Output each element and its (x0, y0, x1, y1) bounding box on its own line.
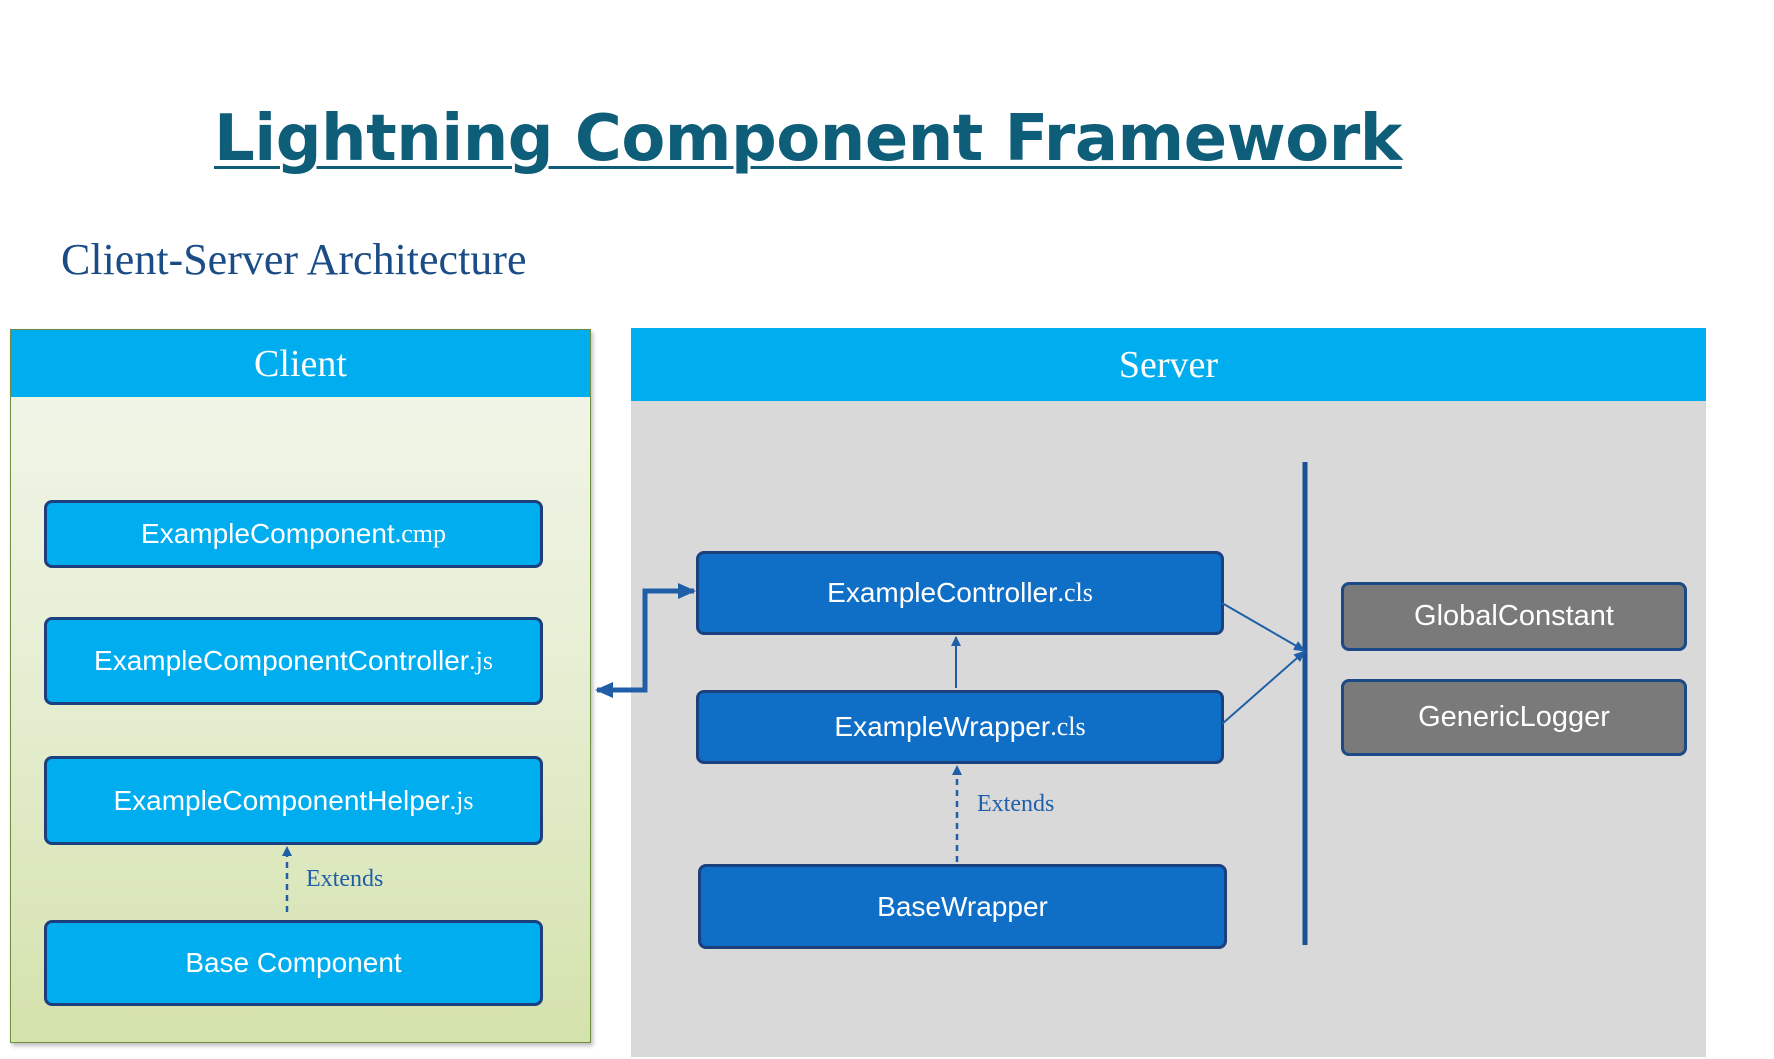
box-name: ExampleComponent (141, 518, 395, 549)
box-name: ExampleWrapper (834, 711, 1051, 742)
server-extends-label: Extends (977, 791, 1055, 817)
client-extends-label: Extends (306, 866, 384, 892)
box-extension: .js (469, 646, 493, 675)
box-extension: .js (449, 785, 474, 815)
wrapper-to-bus-arrow (1221, 650, 1306, 725)
controller-to-bus-arrow (1221, 602, 1306, 652)
generic-logger-box: GenericLogger (1341, 679, 1687, 756)
global-constant-box: GlobalConstant (1341, 582, 1687, 651)
example-wrapper-box: ExampleWrapper.cls (696, 690, 1224, 764)
base-component-box: Base Component (44, 920, 543, 1006)
client-server-connector (595, 583, 696, 698)
example-component-controller-box: ExampleComponentController.js (44, 617, 543, 705)
client-header: Client (11, 330, 590, 397)
example-component-helper-box: ExampleComponentHelper.js (44, 756, 543, 845)
page-subtitle: Client-Server Architecture (61, 235, 527, 284)
box-extension: .cls (1057, 578, 1093, 607)
box-name: BaseWrapper (877, 890, 1048, 922)
box-name: ExampleComponentController (94, 645, 470, 676)
example-component-box: ExampleComponent.cmp (44, 500, 543, 568)
base-wrapper-box: BaseWrapper (698, 864, 1227, 949)
page-title: Lightning Component Framework (214, 102, 1402, 176)
box-name: ExampleController (827, 577, 1058, 608)
server-header: Server (631, 328, 1706, 401)
box-name: ExampleComponentHelper (113, 784, 450, 816)
box-extension: .cls (1050, 712, 1086, 741)
example-controller-box: ExampleController.cls (696, 551, 1224, 635)
box-name: Base Component (185, 947, 402, 978)
box-extension: .cmp (394, 519, 446, 548)
